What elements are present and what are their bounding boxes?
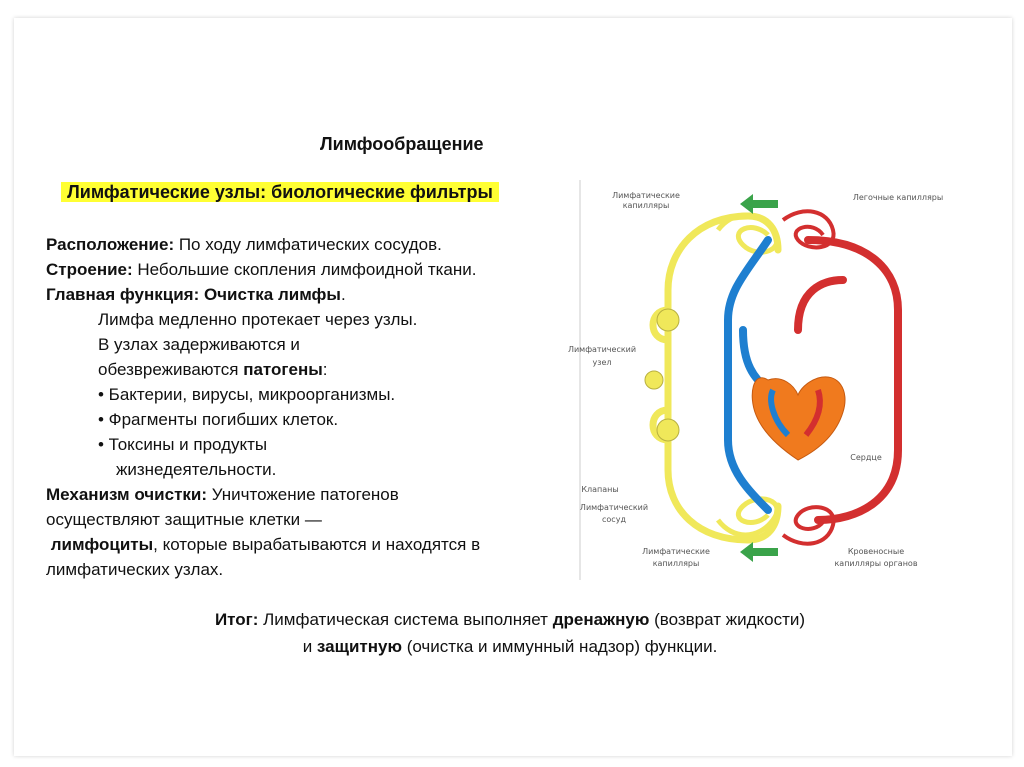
organ-capillaries	[781, 505, 836, 546]
lymph-node	[656, 308, 680, 332]
label-lymph-capillaries-bottom-2: капилляры	[653, 559, 700, 568]
highlight-text: Лимфатические узлы: биологические фильтр…	[61, 182, 499, 202]
heart	[751, 376, 846, 461]
bullet-item: • Токсины и продукты	[98, 435, 268, 454]
main-function-tail: .	[340, 285, 346, 304]
line-3: обезвреживаются патогены:	[46, 357, 506, 382]
lymph-vessel-left	[664, 212, 752, 544]
mechanism-para: Механизм очистки: Уничтожение патогенов …	[46, 482, 506, 582]
lymph-capillary-bed-bottom	[716, 496, 780, 538]
location-text: По ходу лимфатических сосудов.	[174, 235, 442, 254]
label-lymph-capillaries-top-2: капилляры	[623, 201, 670, 210]
mechanism-text: Уничтожение патогенов осуществляют защит…	[46, 485, 399, 529]
lymph-node	[644, 370, 664, 390]
arterial-vessels	[794, 236, 902, 524]
summary-line-1: Итог: Лимфатическая система выполняет др…	[100, 606, 920, 633]
protective-word: защитную	[316, 637, 402, 656]
summary-text-3: и	[302, 637, 317, 656]
bullet-item: • Бактерии, вирусы, микроорганизмы.	[98, 385, 396, 404]
summary-label: Итог:	[214, 610, 259, 629]
slide-title: Лимфообращение	[320, 134, 484, 154]
location-label: Расположение:	[46, 235, 175, 254]
summary: Итог: Лимфатическая система выполняет др…	[100, 606, 920, 660]
label-lung-capillaries: Легочные капилляры	[853, 193, 943, 202]
location-para: Расположение: По ходу лимфатических сосу…	[46, 232, 506, 257]
label-lymph-node-2: узел	[592, 358, 611, 367]
arrow-left-icon	[740, 194, 778, 214]
label-lymph-vessel-2: сосуд	[602, 515, 626, 524]
lymph-capillary-bed-top	[716, 212, 780, 255]
structure-text: Небольшие скопления лимфоидной ткани.	[132, 260, 477, 279]
summary-text-2: (возврат жидкости)	[649, 610, 806, 629]
structure-label: Строение:	[46, 260, 133, 279]
highlight-heading: Лимфатические узлы: биологические фильтр…	[60, 180, 500, 204]
pathogens-word: патогены	[243, 360, 323, 379]
label-lymph-node-1: Лимфатический	[568, 345, 636, 354]
structure-para: Строение: Небольшие скопления лимфоидной…	[46, 257, 506, 282]
label-lymph-capillaries-top-1: Лимфатические	[612, 191, 680, 200]
label-valves: Клапаны	[581, 485, 618, 494]
mechanism-label: Механизм очистки:	[46, 485, 208, 504]
text-block: Расположение: По ходу лимфатических сосу…	[46, 232, 506, 582]
lymph-circulation-diagram: Лимфатические капилляры Легочные капилля…	[568, 191, 943, 568]
label-heart: Сердце	[850, 453, 882, 462]
lung-capillaries	[781, 209, 836, 250]
arrow-left-icon	[740, 542, 778, 562]
summary-line-2: и защитную (очистка и иммунный надзор) ф…	[100, 633, 920, 660]
line-1: Лимфа медленно протекает через узлы.	[98, 310, 418, 329]
label-lymph-vessel-1: Лимфатический	[580, 503, 648, 512]
venous-vessels	[724, 236, 772, 514]
bullet-item: • Фрагменты погибших клеток.	[98, 410, 339, 429]
label-blood-capillaries-1: Кровеносные	[848, 547, 904, 556]
flow-arrows	[740, 194, 778, 562]
summary-text-4: (очистка и иммунный надзор) функции.	[401, 637, 718, 656]
line-3-post: :	[322, 360, 328, 379]
lymphocytes-word: лимфоциты	[50, 535, 154, 554]
label-lymph-capillaries-bottom-1: Лимфатические	[642, 547, 710, 556]
line-2: В узлах задерживаются и	[98, 335, 300, 354]
drainage-word: дренажную	[552, 610, 650, 629]
mechanism-text-2: , которые вырабатываются и находятся в л…	[46, 535, 481, 579]
lymph-nodes	[644, 308, 680, 442]
bullet-continuation: жизнедеятельности.	[116, 460, 277, 479]
lymph-node	[656, 418, 680, 442]
main-function-para: Главная функция: Очистка лимфы.	[46, 282, 506, 307]
main-function-label: Главная функция: Очистка лимфы	[46, 285, 341, 304]
line-3-pre: обезвреживаются	[98, 360, 244, 379]
divider-line	[579, 180, 581, 580]
summary-text-1: Лимфатическая система выполняет	[258, 610, 553, 629]
diagram-labels: Лимфатические капилляры Легочные капилля…	[568, 191, 943, 568]
label-blood-capillaries-2: капилляры органов	[834, 559, 917, 568]
